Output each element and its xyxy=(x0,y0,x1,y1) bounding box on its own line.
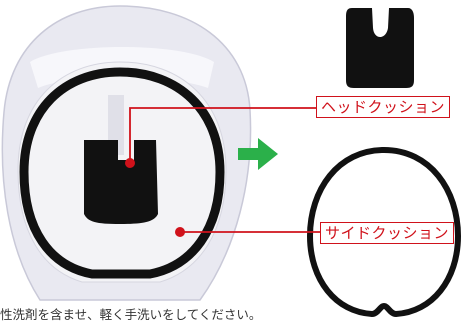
right-arrow-icon xyxy=(238,138,278,170)
leader-lines xyxy=(125,107,320,237)
side-cushion-label: サイドクッション xyxy=(320,222,455,244)
side-cushion-ring-in-helmet xyxy=(19,67,225,279)
head-cushion-separate xyxy=(346,8,414,88)
helmet xyxy=(1,5,252,301)
head-cushion-label: ヘッドクッション xyxy=(316,96,451,118)
caption-text: 性洗剤を含ませ、軽く手洗いをしてください。 xyxy=(0,307,262,322)
head-cushion-in-helmet xyxy=(84,140,158,224)
